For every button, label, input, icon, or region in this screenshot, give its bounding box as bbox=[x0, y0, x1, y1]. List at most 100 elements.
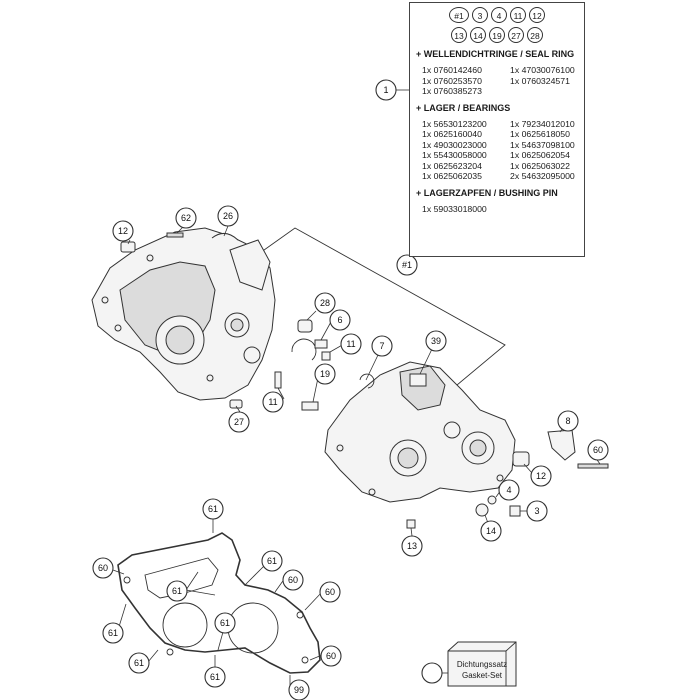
kit-reference-row-1: #1 3 4 11 12 bbox=[410, 7, 584, 23]
plate-19 bbox=[301, 401, 319, 411]
callout-61: 61 bbox=[202, 498, 224, 520]
callout-8: 8 bbox=[557, 410, 579, 432]
svg-text:60: 60 bbox=[325, 587, 335, 597]
bolt-62 bbox=[166, 232, 184, 238]
callout-3: 3 bbox=[526, 500, 548, 522]
ref-circle: 13 bbox=[451, 27, 467, 43]
bracket-8 bbox=[547, 429, 576, 461]
callout-19: 19 bbox=[314, 363, 336, 385]
svg-text:6: 6 bbox=[337, 315, 342, 325]
part-number: 1x 0760385273 bbox=[422, 86, 482, 96]
plug-27 bbox=[229, 399, 243, 409]
bolt-60 bbox=[577, 463, 609, 469]
svg-text:61: 61 bbox=[267, 556, 277, 566]
svg-text:39: 39 bbox=[431, 336, 441, 346]
svg-text:61: 61 bbox=[220, 618, 230, 628]
part-39 bbox=[409, 373, 427, 387]
svg-text:19: 19 bbox=[320, 369, 330, 379]
svg-text:60: 60 bbox=[593, 445, 603, 455]
part-number: 1x 49030023000 bbox=[422, 139, 487, 150]
gasket-kit-label-en: Gasket-Set bbox=[461, 671, 502, 680]
part-number: 1x 0760142460 bbox=[422, 65, 482, 75]
ref-circle: 12 bbox=[529, 7, 545, 23]
part-number: 1x 55430058000 bbox=[422, 150, 487, 160]
svg-text:62: 62 bbox=[181, 213, 191, 223]
seal-ring-parts: 1x 0760142460 1x 47030076100 1x 07602535… bbox=[410, 65, 584, 97]
callout-61: 61 bbox=[261, 550, 283, 572]
callout-14: 14 bbox=[480, 520, 502, 542]
part-number: 1x 79234012010 bbox=[510, 118, 575, 129]
svg-text:61: 61 bbox=[108, 628, 118, 638]
seal-12-right bbox=[512, 451, 530, 467]
bushing-pin-parts: 1x 59033018000 bbox=[410, 204, 584, 215]
bearing-parts: 1x 56530123200 1x 79234012010 1x 0625160… bbox=[410, 119, 584, 182]
bearings-title: + LAGER / BEARINGS bbox=[416, 102, 511, 113]
callout-13: 13 bbox=[401, 535, 423, 557]
svg-text:28: 28 bbox=[320, 298, 330, 308]
bushing-pin-title: + LAGERZAPFEN / BUSHING PIN bbox=[416, 187, 558, 198]
callout-7: 7 bbox=[371, 335, 393, 357]
callout-12: 12 bbox=[112, 220, 134, 242]
svg-text:1: 1 bbox=[383, 85, 388, 95]
part-number: 1x 47030076100 bbox=[510, 65, 575, 75]
part-number: 1x 0625623204 bbox=[422, 160, 482, 171]
seal-12-left bbox=[120, 241, 136, 253]
callout-61: 61 bbox=[102, 622, 124, 644]
svg-text:13: 13 bbox=[407, 541, 417, 551]
part-number: 1x 0760324571 bbox=[510, 75, 570, 86]
part-number: 1x 54637098100 bbox=[510, 139, 575, 150]
parts-info-box: #1 3 4 11 12 13 14 19 27 28 + WELLENDICH… bbox=[409, 2, 585, 257]
svg-text:11: 11 bbox=[268, 397, 277, 407]
svg-text:61: 61 bbox=[210, 672, 220, 682]
svg-text:99: 99 bbox=[294, 685, 304, 695]
callout-60: 60 bbox=[282, 569, 304, 591]
part-6 bbox=[314, 339, 328, 349]
left-crankcase-half bbox=[91, 227, 276, 401]
part-number bbox=[510, 86, 592, 97]
callout-61: 99 bbox=[288, 679, 310, 700]
crankcase-gasket bbox=[117, 532, 321, 674]
washer-14 bbox=[475, 503, 489, 517]
callout-61: 61 bbox=[166, 580, 188, 602]
svg-text:#1: #1 bbox=[402, 260, 412, 270]
svg-text:12: 12 bbox=[118, 226, 128, 236]
part-number: 1x 0625062054 bbox=[510, 150, 570, 160]
part-number: 1x 59033018000 bbox=[422, 203, 487, 214]
svg-text:12: 12 bbox=[536, 471, 546, 481]
washer-4 bbox=[487, 495, 497, 505]
svg-text:61: 61 bbox=[134, 658, 144, 668]
callouts: 1 12 62 26 28 6 11 19 11 27 7 39 #1 8 60… bbox=[92, 79, 609, 700]
part-number: 2x 54632095000 bbox=[510, 171, 575, 181]
callout-11: 11 bbox=[340, 333, 362, 355]
callout-61: 61 bbox=[214, 612, 236, 634]
part-number: 1x 0625063022 bbox=[510, 160, 570, 171]
callout-1: 1 bbox=[375, 79, 397, 101]
part-number: 1x 0625618050 bbox=[510, 129, 570, 139]
part-number: 1x 0625160040 bbox=[422, 129, 482, 139]
gasket-kit-label-de: Dichtungssatz bbox=[456, 660, 508, 669]
callout-kit-1: #1 bbox=[396, 254, 418, 276]
ref-circle: 4 bbox=[491, 7, 507, 23]
svg-text:26: 26 bbox=[223, 211, 233, 221]
callout-60: 60 bbox=[587, 439, 609, 461]
ref-circle: 11 bbox=[510, 7, 526, 23]
callout-28: 28 bbox=[314, 292, 336, 314]
pin-11b bbox=[274, 371, 282, 389]
bearing-28 bbox=[297, 319, 313, 333]
svg-text:3: 3 bbox=[534, 506, 539, 516]
kit-reference-row-2: 13 14 19 27 28 bbox=[410, 27, 584, 43]
svg-text:14: 14 bbox=[486, 526, 496, 536]
callout-26: 26 bbox=[217, 205, 239, 227]
part-number: 1x 0625062035 bbox=[422, 171, 482, 181]
callout-99 bbox=[421, 662, 443, 684]
svg-text:60: 60 bbox=[326, 651, 336, 661]
callout-62: 62 bbox=[175, 207, 197, 229]
svg-text:7: 7 bbox=[379, 341, 384, 351]
callout-12: 12 bbox=[530, 465, 552, 487]
svg-text:4: 4 bbox=[506, 485, 511, 495]
svg-text:60: 60 bbox=[98, 563, 108, 573]
ref-circle: 19 bbox=[489, 27, 505, 43]
ref-circle: #1 bbox=[449, 7, 469, 23]
callout-60: 60 bbox=[92, 557, 114, 579]
seal-ring-title: + WELLENDICHTRINGE / SEAL RING bbox=[416, 49, 575, 59]
